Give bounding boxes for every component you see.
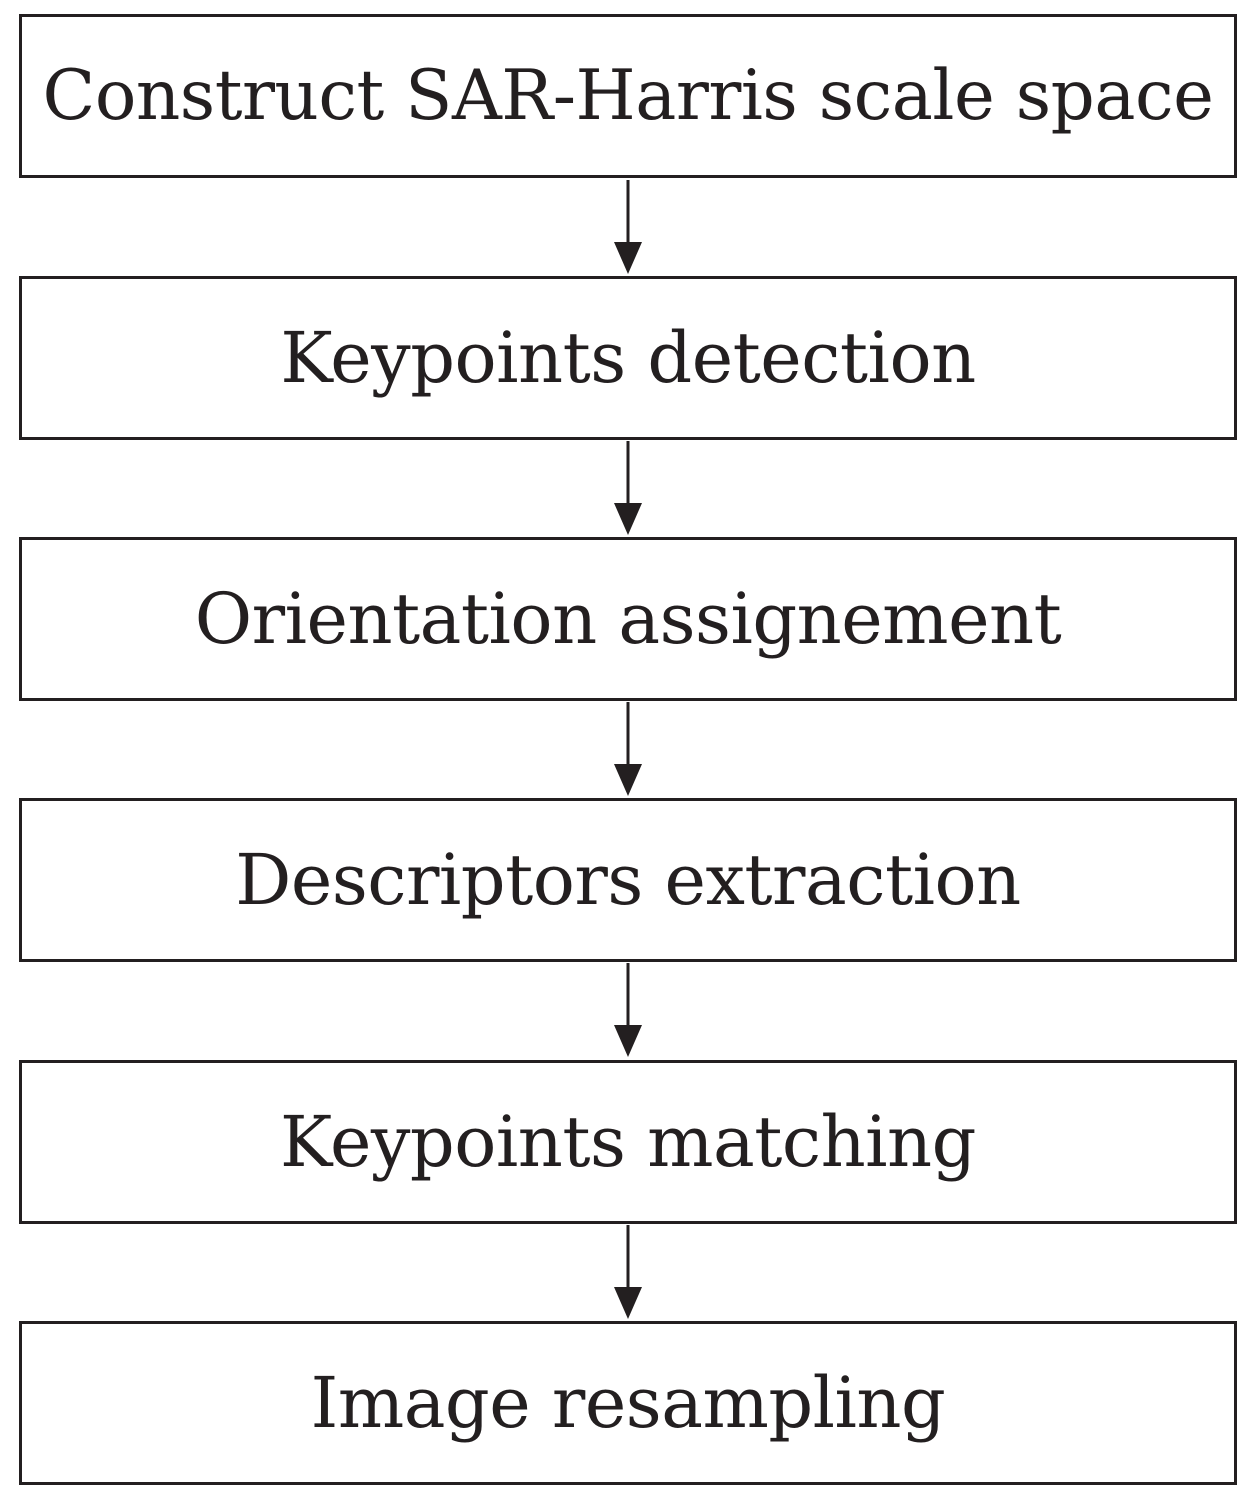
arrow-down-icon — [614, 180, 642, 274]
step-label: Descriptors extraction — [235, 839, 1021, 921]
step-descriptors-extraction: Descriptors extraction — [19, 798, 1237, 962]
arrow-down-icon — [614, 441, 642, 535]
arrow-down-icon — [614, 702, 642, 796]
step-orientation-assignment: Orientation assignement — [19, 537, 1237, 701]
step-keypoints-detection: Keypoints detection — [19, 276, 1237, 440]
step-label: Image resampling — [310, 1362, 946, 1444]
arrow-down-icon — [614, 963, 642, 1057]
step-image-resampling: Image resampling — [19, 1321, 1237, 1485]
step-label: Keypoints detection — [280, 317, 976, 399]
step-label: Keypoints matching — [280, 1101, 976, 1183]
step-label: Construct SAR-Harris scale space — [42, 55, 1214, 136]
step-keypoints-matching: Keypoints matching — [19, 1060, 1237, 1224]
arrow-down-icon — [614, 1225, 642, 1319]
step-label: Orientation assignement — [194, 578, 1062, 660]
step-construct-scale-space: Construct SAR-Harris scale space — [19, 14, 1237, 178]
